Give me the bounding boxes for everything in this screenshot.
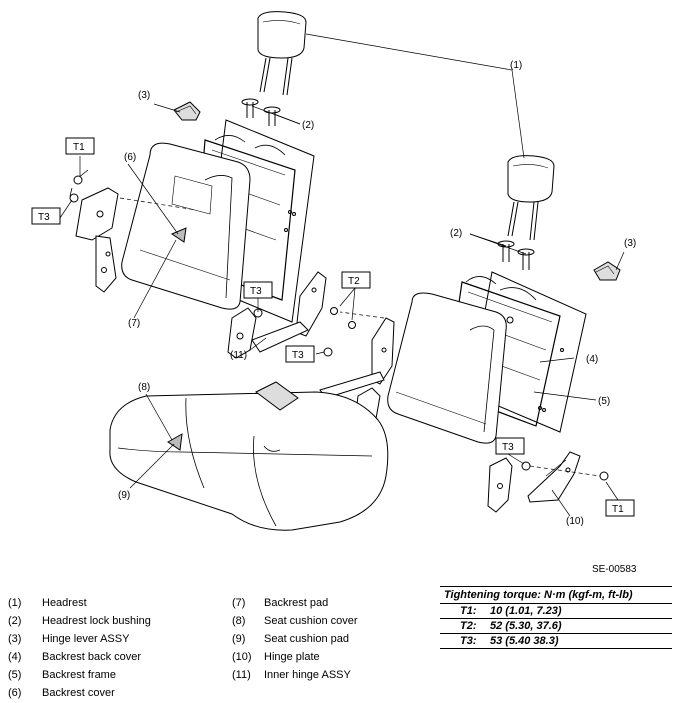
legend-item: (4)Backrest back cover xyxy=(8,651,142,663)
parts-legend-left: (1)Headrest (2)Headrest lock bushing (3)… xyxy=(8,594,151,702)
callout-6: (6) xyxy=(124,152,136,163)
torque-row: T2:52 (5.30, 37.6) xyxy=(440,619,672,634)
parts-legend-middle: (7)Backrest pad (8)Seat cushion cover (9… xyxy=(232,594,358,684)
torque-tag-t3-lower: T3 xyxy=(285,345,315,363)
svg-text:T3: T3 xyxy=(502,442,514,453)
tightening-torque-table: Tightening torque: N·m (kgf-m, ft-lb) T1… xyxy=(440,586,672,649)
inner-hinge-assy xyxy=(227,271,356,359)
legend-item: (10)Hinge plate xyxy=(232,651,320,663)
torque-tag-t3-center: T3 xyxy=(243,281,273,299)
callout-8: (8) xyxy=(138,382,150,393)
torque-tag-t2: T2 xyxy=(341,271,371,289)
legend-item: (6)Backrest cover xyxy=(8,687,115,699)
left-hinge-lever xyxy=(173,101,201,121)
svg-text:T3: T3 xyxy=(38,212,50,223)
callout-labels: (1) (2) (2) (3) (3) (4) (5) (6) (7) (8) … xyxy=(118,60,636,527)
legend-item: (2)Headrest lock bushing xyxy=(8,615,151,627)
callout-7: (7) xyxy=(128,318,140,329)
svg-text:T1: T1 xyxy=(73,142,85,153)
legend-item: (1)Headrest xyxy=(8,597,87,609)
legend-item: (9)Seat cushion pad xyxy=(232,633,350,645)
leader-lines xyxy=(59,33,625,517)
left-headrest-bushings xyxy=(241,98,281,126)
callout-9: (9) xyxy=(118,490,130,501)
svg-text:T2: T2 xyxy=(348,276,360,287)
callout-4: (4) xyxy=(586,354,598,365)
left-backrest-cover xyxy=(121,142,251,310)
legend-item: (5)Backrest frame xyxy=(8,669,116,681)
seat-cushion xyxy=(109,381,389,531)
right-hinge-lever xyxy=(593,261,621,281)
torque-tag-t3-left: T3 xyxy=(31,207,61,225)
right-hinge-plate xyxy=(487,451,609,513)
torque-tag-t1-left: T1 xyxy=(65,137,95,155)
callout-2-right: (2) xyxy=(450,228,462,239)
left-outer-hinge xyxy=(69,169,119,293)
torque-row: T3:53 (5.40 38.3) xyxy=(440,634,672,649)
legend-item: (7)Backrest pad xyxy=(232,597,329,609)
callout-2-left: (2) xyxy=(302,120,314,131)
callout-3-left: (3) xyxy=(138,90,150,101)
right-headrest xyxy=(507,155,555,241)
left-headrest xyxy=(257,11,307,96)
exploded-seat-diagram: (1) (2) (2) (3) (3) (4) (5) (6) (7) (8) … xyxy=(31,11,636,531)
legend-item: (11)Inner hinge ASSY xyxy=(232,669,351,681)
torque-tag-t3-right: T3 xyxy=(495,437,525,455)
torque-tag-t1-right: T1 xyxy=(605,499,635,517)
callout-5: (5) xyxy=(598,396,610,407)
callout-10: (10) xyxy=(566,516,584,527)
legend-item: (8)Seat cushion cover xyxy=(232,615,358,627)
figure-id: SE-00583 xyxy=(592,564,637,575)
svg-text:T3: T3 xyxy=(250,286,262,297)
callout-1: (1) xyxy=(510,60,522,71)
legend-item: (3)Hinge lever ASSY xyxy=(8,633,130,645)
callout-3-right: (3) xyxy=(624,238,636,249)
svg-text:T1: T1 xyxy=(612,504,624,515)
torque-row: T1:10 (1.01, 7.23) xyxy=(440,604,672,619)
callout-11: (11) xyxy=(230,350,247,361)
right-backrest-cover xyxy=(387,292,507,444)
svg-text:T3: T3 xyxy=(292,350,304,361)
torque-heading: Tightening torque: N·m (kgf-m, ft-lb) xyxy=(440,586,672,604)
